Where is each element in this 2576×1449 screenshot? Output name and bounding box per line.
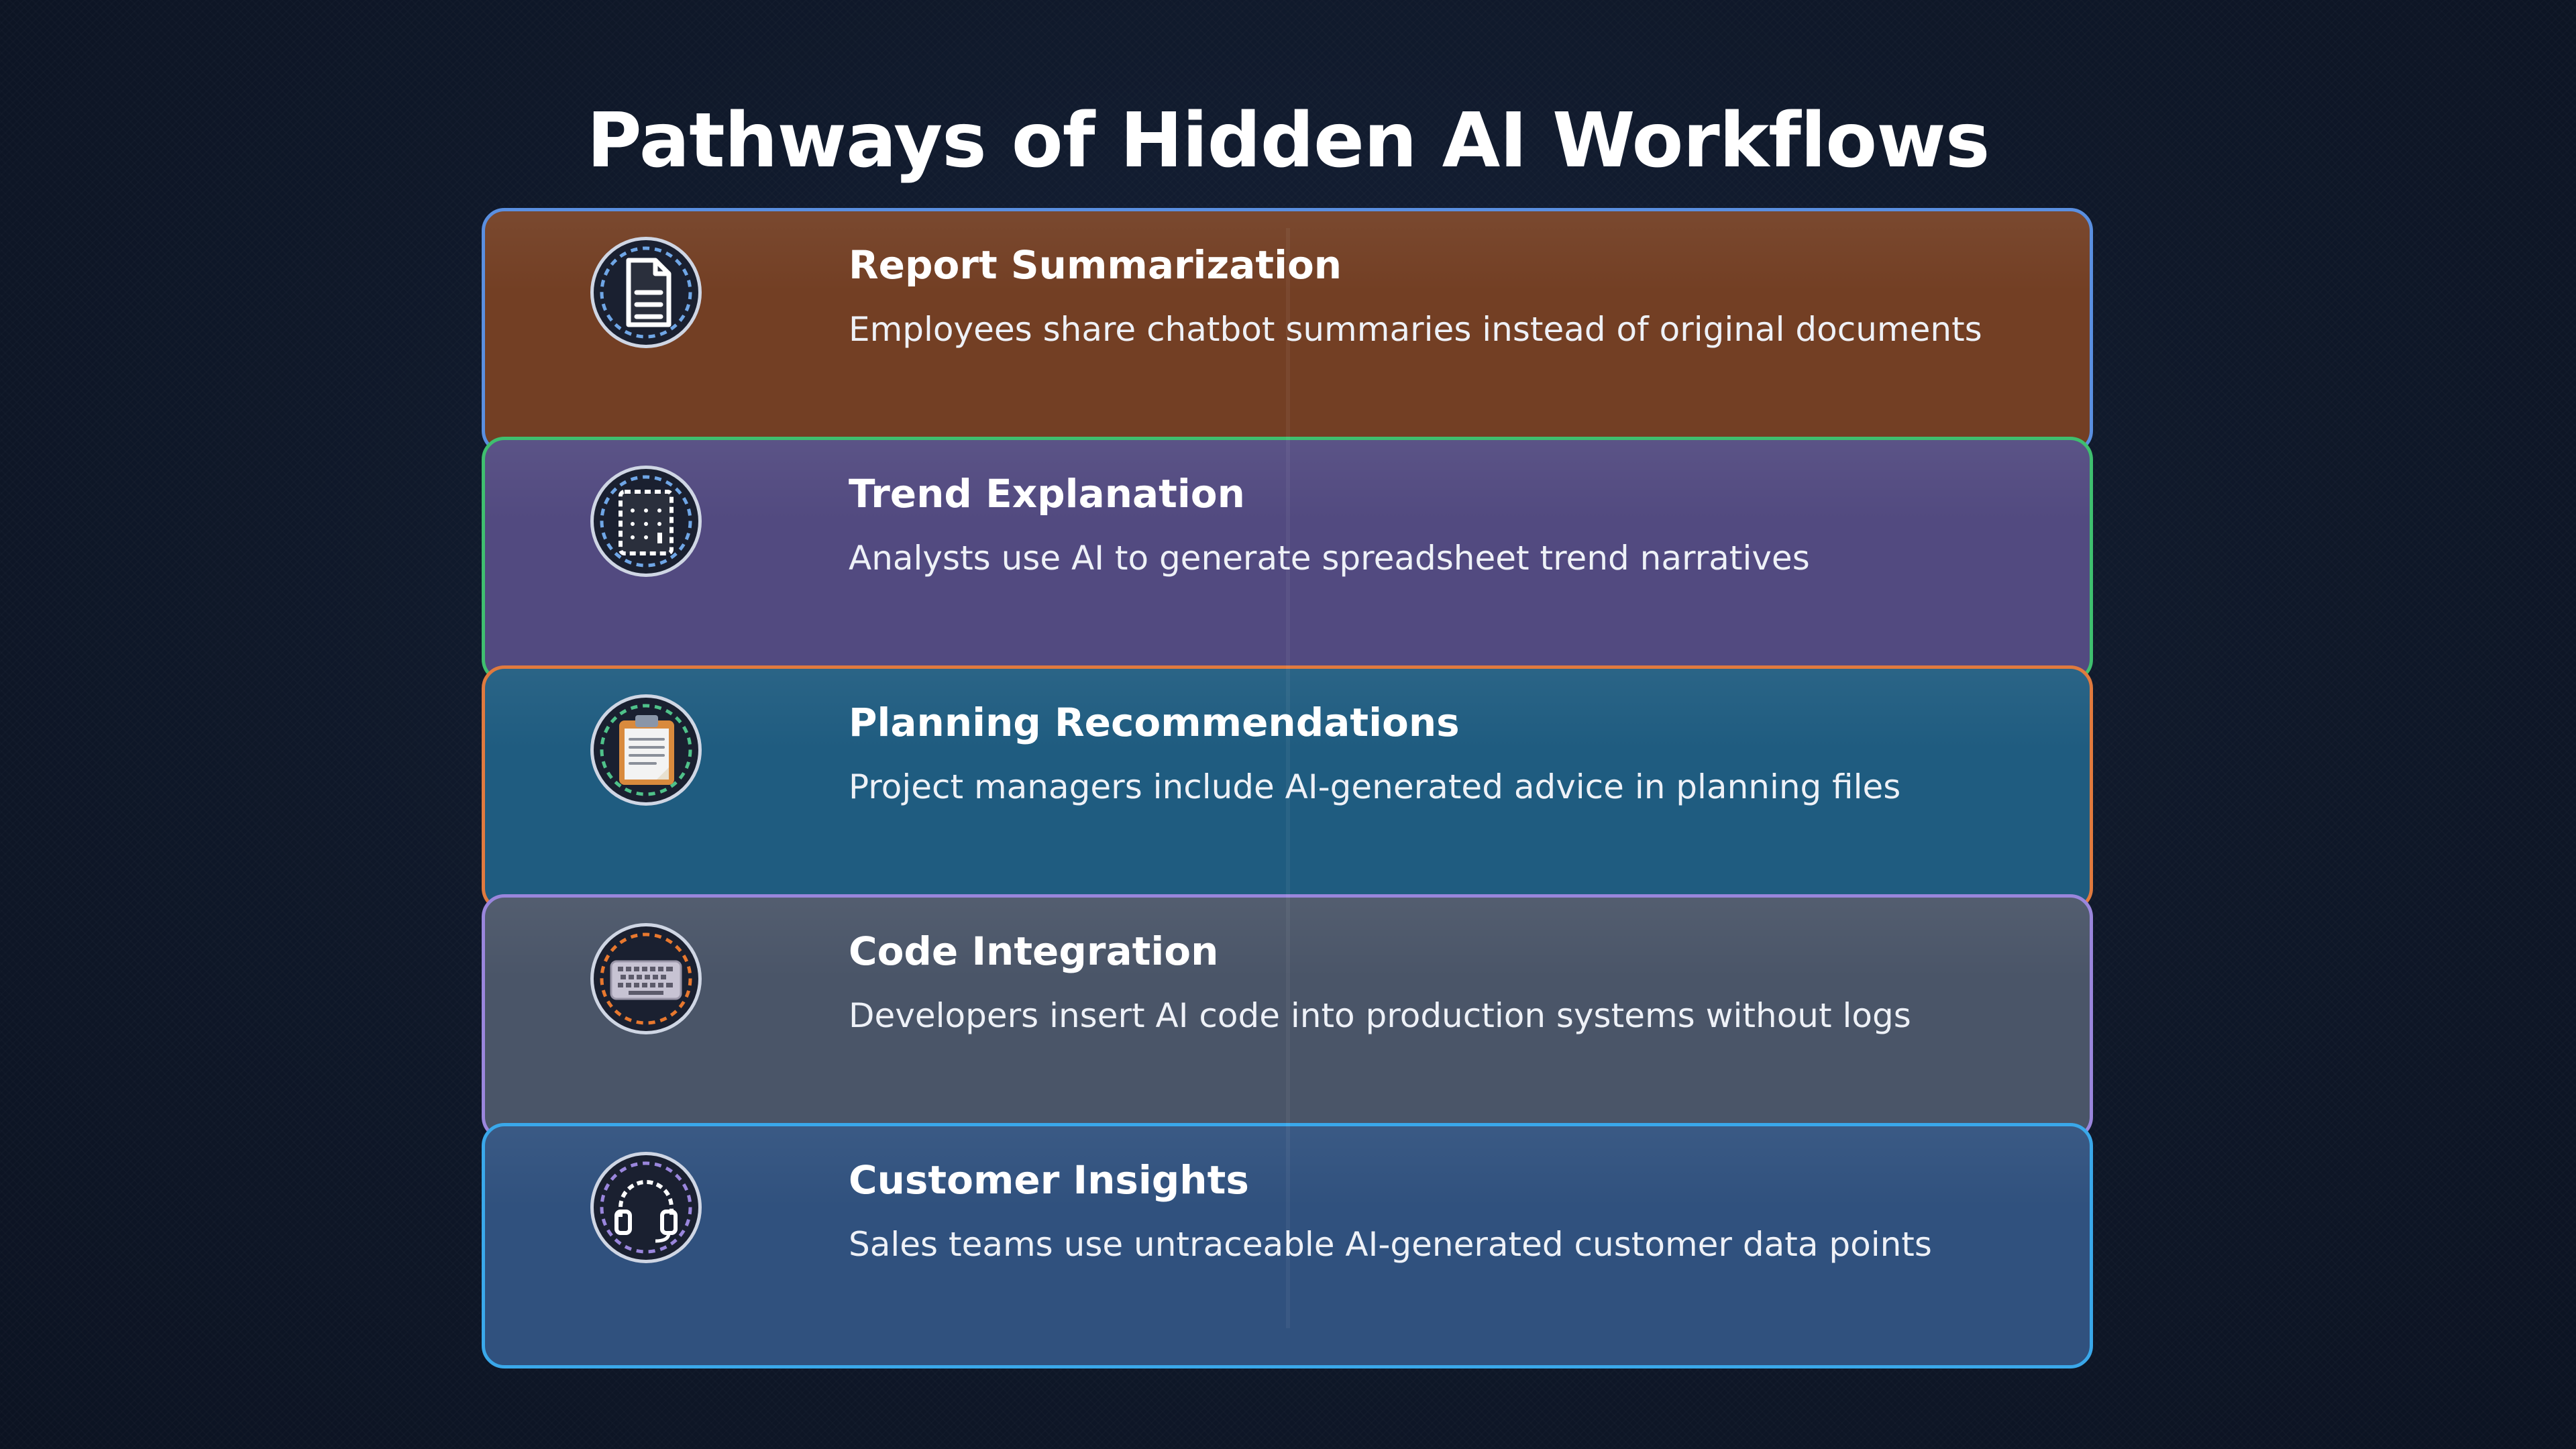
card-title: Report Summarization xyxy=(849,242,1342,288)
card-planning-recommendations: Planning Recommendations Project manager… xyxy=(482,665,2093,911)
card-description: Employees share chatbot summaries instea… xyxy=(849,310,1982,349)
workflow-stack: Report Summarization Employees share cha… xyxy=(482,208,2093,1368)
card-trend-explanation: Trend Explanation Analysts use AI to gen… xyxy=(482,437,2093,682)
card-report-summarization: Report Summarization Employees share cha… xyxy=(482,208,2093,453)
card-description: Sales teams use untraceable AI-generated… xyxy=(849,1225,1932,1264)
spreadsheet-icon xyxy=(590,466,702,577)
card-title: Planning Recommendations xyxy=(849,700,1460,745)
card-description: Developers insert AI code into productio… xyxy=(849,996,1911,1035)
card-customer-insights: Customer Insights Sales teams use untrac… xyxy=(482,1123,2093,1368)
clipboard-icon xyxy=(590,694,702,806)
card-title: Trend Explanation xyxy=(849,471,1245,517)
headset-icon xyxy=(590,1152,702,1263)
document-icon xyxy=(590,237,702,348)
page-title: Pathways of Hidden AI Workflows xyxy=(586,97,1990,184)
card-code-integration: Code Integration Developers insert AI co… xyxy=(482,894,2093,1140)
card-title: Code Integration xyxy=(849,928,1219,974)
card-title: Customer Insights xyxy=(849,1157,1249,1203)
card-description: Project managers include AI-generated ad… xyxy=(849,767,1901,806)
card-description: Analysts use AI to generate spreadsheet … xyxy=(849,539,1810,578)
keyboard-icon xyxy=(590,923,702,1034)
